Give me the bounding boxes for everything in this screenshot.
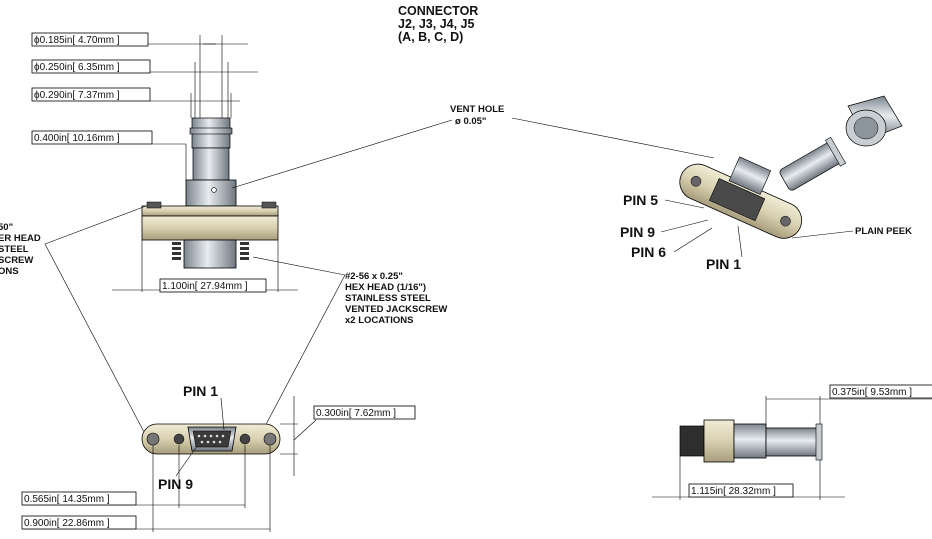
dim-box-8 bbox=[21, 515, 137, 530]
dim-d2: ϕ0.250in[ 6.35mm ] bbox=[34, 62, 120, 73]
front-pin-9-label: PIN 9 bbox=[158, 476, 193, 492]
dim-box-6 bbox=[313, 405, 416, 420]
isometric-view: PIN 5 PIN 9 PIN 6 PIN 1 PLAIN PEEK bbox=[620, 95, 912, 272]
title-line-2: J2, J3, J4, J5 bbox=[398, 17, 475, 31]
dim-d3: ϕ0.290in[ 7.37mm ] bbox=[34, 90, 120, 101]
plain-peek-label: PLAIN PEEK bbox=[855, 226, 912, 237]
dim-box-4 bbox=[31, 130, 153, 145]
dim-box-10 bbox=[688, 483, 794, 498]
iso-pin-9-label: PIN 9 bbox=[620, 224, 655, 240]
jack-note-1: #2-56 x 0.25" bbox=[345, 271, 403, 282]
title-block: CONNECTOR J2, J3, J4, J5 (A, B, C, D) bbox=[398, 4, 478, 44]
dim-d9: 0.375in[ 9.53mm ] bbox=[832, 387, 912, 398]
dim-d4: 0.400in[ 10.16mm ] bbox=[34, 133, 120, 144]
dim-d1: ϕ0.185in[ 4.70mm ] bbox=[34, 35, 120, 46]
vent-note-1: VENT HOLE bbox=[450, 104, 504, 115]
dim-d6: 0.300in[ 7.62mm ] bbox=[316, 408, 396, 419]
jack-note-5: x2 LOCATIONS bbox=[345, 315, 413, 326]
left-note-5: ONS bbox=[0, 266, 19, 277]
iso-pin-5-label: PIN 5 bbox=[623, 192, 658, 208]
left-note-3: STEEL bbox=[0, 244, 29, 255]
dim-d7: 0.565in[ 14.35mm ] bbox=[24, 494, 110, 505]
dim-d5: 1.100in[ 27.94mm ] bbox=[162, 281, 248, 292]
left-note-4: SCREW bbox=[0, 255, 33, 266]
dim-box-3 bbox=[31, 87, 151, 102]
jack-note-4: VENTED JACKSCREW bbox=[345, 304, 447, 315]
vent-note-2: ø 0.05" bbox=[455, 116, 486, 127]
dim-box-1 bbox=[31, 32, 149, 47]
title-line-3: (A, B, C, D) bbox=[398, 30, 463, 44]
dim-d8: 0.900in[ 22.86mm ] bbox=[24, 518, 110, 529]
dim-d10: 1.115in[ 28.32mm ] bbox=[691, 486, 776, 497]
dim-box-7 bbox=[21, 491, 137, 506]
iso-pin-1-label: PIN 1 bbox=[706, 256, 741, 272]
left-note-2: ER HEAD bbox=[0, 233, 41, 244]
dim-box-5 bbox=[159, 278, 267, 293]
jack-note-2: HEX HEAD (1/16") bbox=[345, 282, 426, 293]
side-view: ϕ0.185in[ 4.70mm ] ϕ0.250in[ 6.35mm ] ϕ0… bbox=[0, 32, 715, 433]
dim-box-9 bbox=[829, 384, 932, 399]
iso-pin-6-label: PIN 6 bbox=[631, 244, 666, 260]
left-note-1: 50" bbox=[0, 222, 13, 233]
front-view: PIN 1 PIN 9 0.300in[ 7.62mm ] 0.565in[ 1… bbox=[21, 383, 416, 532]
side-profile-view: 0.375in[ 9.53mm ] 1.115in[ 28.32mm ] bbox=[652, 384, 932, 500]
jack-note-3: STAINLESS STEEL bbox=[345, 293, 431, 304]
dim-box-2 bbox=[31, 59, 151, 74]
front-pin-1-label: PIN 1 bbox=[183, 383, 218, 399]
title-line-1: CONNECTOR bbox=[398, 4, 478, 18]
cap-piece bbox=[845, 95, 903, 147]
